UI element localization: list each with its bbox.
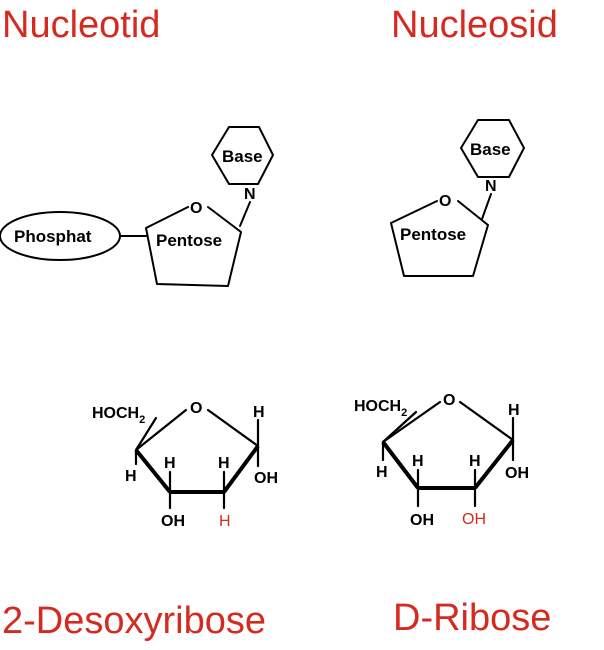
nucleotide-n-atom: N — [244, 186, 256, 203]
ribose-hoch-label: HOCH2 — [354, 398, 407, 419]
ribose-o-atom: O — [443, 392, 455, 409]
deoxyribose-ring-bond-o-c4 — [134, 408, 188, 452]
ribose-ring-bond-o-c4 — [381, 400, 442, 444]
nucleoside-schematic: Base N O Pentose — [390, 119, 525, 277]
ribose-c3-h: H — [412, 453, 424, 470]
nucleotide-schematic: Base N O Pentose Phosphat — [0, 126, 274, 287]
ribose-c1-h: H — [508, 402, 520, 419]
nucleoside-pentose-ring — [390, 200, 489, 277]
nucleotide-phosphate-label: Phosphat — [14, 227, 92, 246]
title-nucleoside: Nucleosid — [391, 4, 558, 46]
deoxyribose-hoch-label: HOCH2 — [92, 405, 145, 426]
nucleotide-base-label: Base — [222, 147, 263, 166]
deoxyribose-structure: HOCH2 O H OH H H H OH H — [92, 400, 278, 530]
nucleoside-base-ring — [460, 119, 525, 178]
title-ribose: D-Ribose — [393, 597, 551, 639]
deoxyribose-c1-h: H — [253, 404, 265, 421]
nucleotide-base-ring — [211, 126, 274, 185]
deoxyribose-c2-h: H — [218, 455, 230, 472]
ribose-structure: HOCH2 O H OH H H H OH OH — [354, 392, 529, 529]
nucleoside-o-atom: O — [439, 193, 451, 210]
ribose-c2-h: H — [469, 453, 481, 470]
deoxyribose-c3-oh: OH — [161, 513, 185, 530]
nucleoside-base-label: Base — [470, 140, 511, 159]
nucleoside-glycosidic-bond — [481, 193, 492, 220]
ribose-c1-oh: OH — [505, 465, 529, 482]
ribose-c4-h: H — [376, 464, 388, 481]
deoxyribose-o-atom: O — [190, 400, 202, 417]
nucleotide-pentose-ring — [145, 206, 242, 287]
nucleotide-pentose-label: Pentose — [156, 231, 222, 250]
nucleoside-pentose-label: Pentose — [400, 225, 466, 244]
ribose-ring-bond-c4-c3 — [381, 440, 420, 490]
deoxyribose-c2-h-down: H — [219, 513, 231, 530]
nucleoside-n-atom: N — [485, 178, 497, 195]
deoxyribose-c1-oh: OH — [254, 470, 278, 487]
title-deoxyribose: 2-Desoxyribose — [2, 600, 266, 642]
ribose-ring-bond-c2-c1 — [473, 438, 515, 490]
deoxyribose-ring-bond-c4-c3 — [134, 448, 172, 494]
nucleotide-o-atom: O — [190, 200, 202, 217]
deoxyribose-ring-bond-o-c1 — [206, 408, 260, 448]
ribose-c3-oh: OH — [410, 512, 434, 529]
nucleotide-glycosidic-bond — [239, 201, 251, 227]
deoxyribose-c3-h: H — [164, 455, 176, 472]
deoxyribose-ring-bond-c2-c1 — [222, 444, 260, 494]
deoxyribose-ch2-bond — [134, 416, 158, 452]
title-nucleotide: Nucleotid — [2, 4, 160, 46]
ribose-c2-oh: OH — [462, 511, 486, 528]
deoxyribose-c4-h: H — [125, 468, 137, 485]
ribose-ring-bond-o-c1 — [458, 400, 515, 442]
